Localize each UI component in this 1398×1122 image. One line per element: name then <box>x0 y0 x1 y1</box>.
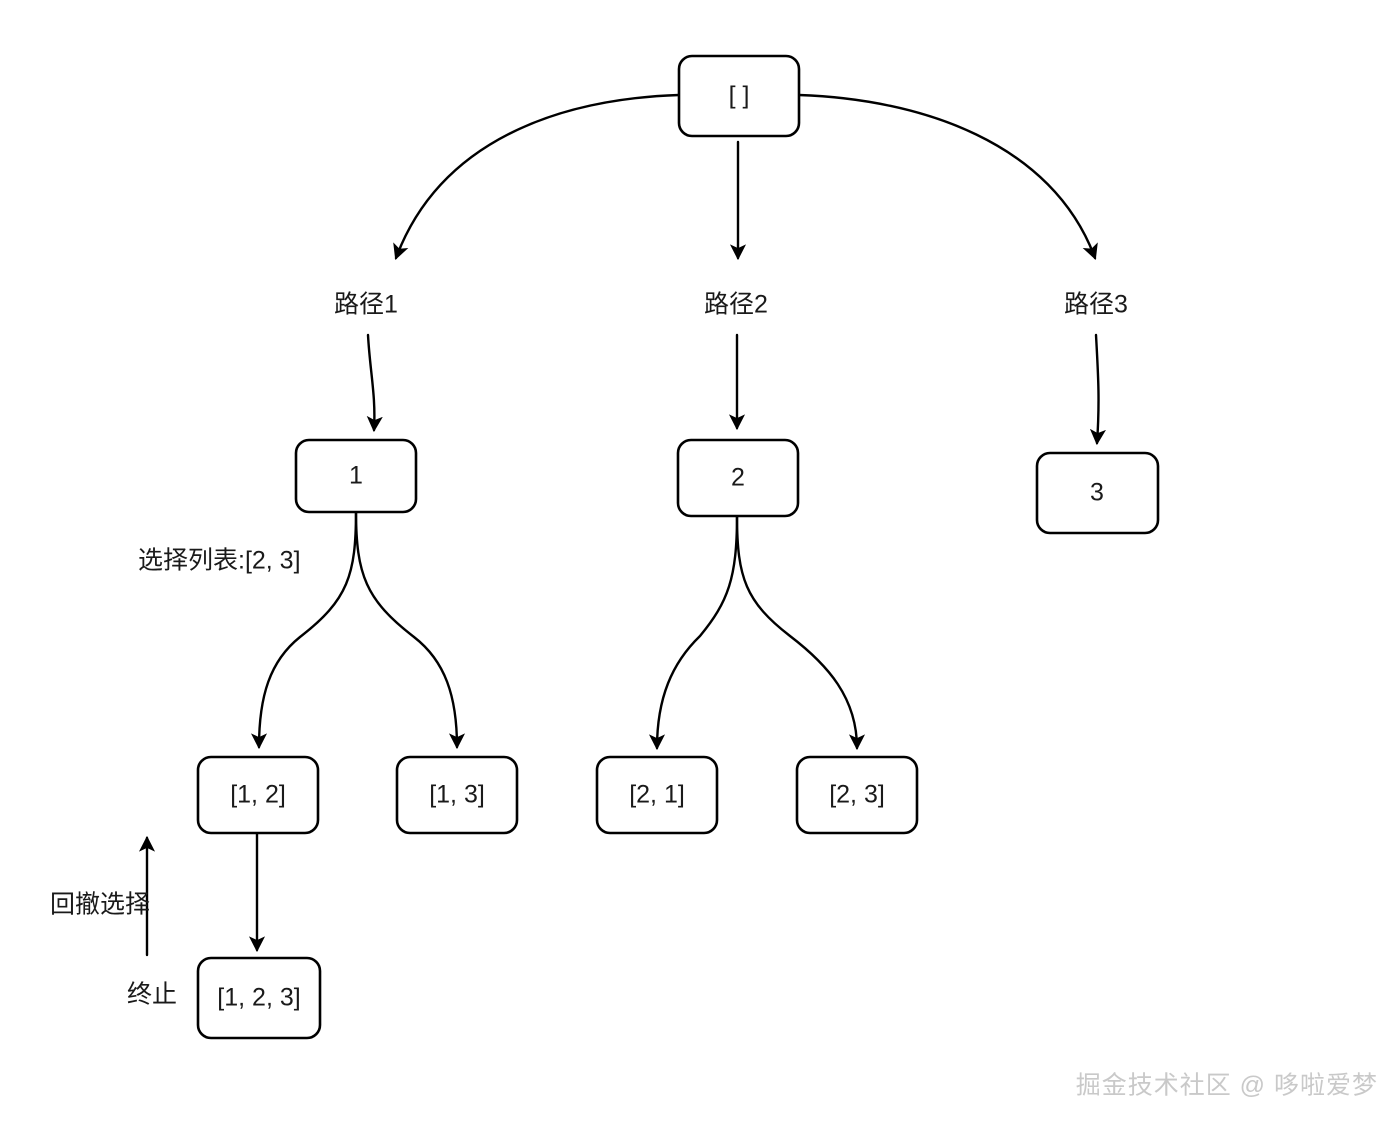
edge-node2-to-23 <box>735 514 866 751</box>
node-2-1[interactable]: [2, 1] <box>595 755 719 835</box>
node-1-label: 1 <box>349 462 363 490</box>
node-2-label: 2 <box>731 464 745 492</box>
node-2-3-label: [2, 3] <box>829 781 885 809</box>
node-2-1-label: [2, 1] <box>629 781 685 809</box>
node-root[interactable]: [ ] <box>677 54 801 138</box>
edge-label-path1: 路径1 <box>334 291 398 319</box>
node-1-2[interactable]: [1, 2] <box>196 755 320 835</box>
edge-node1-to-12 <box>250 509 358 750</box>
node-1-2-3-box <box>196 956 322 1040</box>
node-root-box <box>677 54 801 138</box>
node-3-label: 3 <box>1090 479 1104 507</box>
node-1-3-label: [1, 3] <box>429 781 485 809</box>
node-1-2-3[interactable]: [1, 2, 3] <box>196 956 322 1040</box>
node-1-2-box <box>196 755 320 835</box>
node-1-2-3-label: [1, 2, 3] <box>217 984 300 1012</box>
edge-label-path2: 路径2 <box>704 291 768 319</box>
annotation-choice-list: 选择列表:[2, 3] <box>138 547 301 575</box>
edge-root-to-path3 <box>797 93 1098 261</box>
node-2[interactable]: 2 <box>676 438 800 518</box>
annotation-terminate: 终止 <box>127 981 177 1009</box>
edge-label-path3: 路径3 <box>1064 291 1128 319</box>
annotation-backtrack: 回撤选择 <box>50 891 150 919</box>
node-root-label: [ ] <box>729 82 750 110</box>
edge-path3-to-node3 <box>1089 333 1106 446</box>
node-2-3[interactable]: [2, 3] <box>795 755 919 835</box>
node-2-box <box>676 438 800 518</box>
edge-path1-to-node1 <box>366 333 383 433</box>
node-2-1-box <box>595 755 719 835</box>
node-3[interactable]: 3 <box>1035 451 1160 535</box>
node-1-2-label: [1, 2] <box>230 781 286 809</box>
node-1-3-box <box>395 755 519 835</box>
node-1-box <box>294 438 418 514</box>
node-2-3-box <box>795 755 919 835</box>
node-1[interactable]: 1 <box>294 438 418 514</box>
edge-node2-to-21 <box>648 514 739 751</box>
edge-node1-to-13 <box>354 509 466 750</box>
node-3-box <box>1035 451 1160 535</box>
edge-root-to-path1 <box>393 93 681 261</box>
node-1-3[interactable]: [1, 3] <box>395 755 519 835</box>
watermark: 掘金技术社区 @ 哆啦爱梦 <box>1076 1072 1378 1100</box>
